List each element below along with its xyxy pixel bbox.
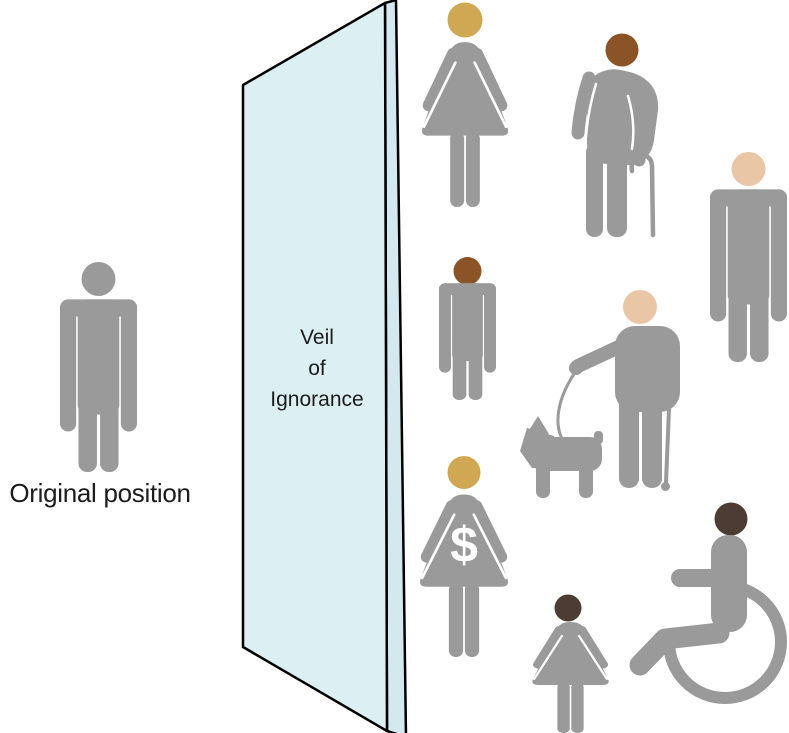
head xyxy=(447,2,483,38)
original-position-label: Original position xyxy=(9,478,191,508)
person-in-wheelchair-icon xyxy=(629,502,787,704)
original-position-person-icon xyxy=(60,262,137,473)
cane-icon xyxy=(629,153,656,238)
white-cane-icon xyxy=(664,407,671,484)
standing-boy-icon xyxy=(439,257,496,400)
standing-girl-icon xyxy=(532,594,608,733)
head xyxy=(605,33,639,67)
leash-icon xyxy=(556,373,576,446)
head xyxy=(554,594,582,622)
guide-dog-icon xyxy=(520,416,603,498)
veil-panel-side xyxy=(383,0,408,733)
veil-label-line1: Veil xyxy=(300,326,334,349)
veil-label: Veil of Ignorance xyxy=(251,322,383,415)
standing-man-icon xyxy=(710,152,787,363)
head xyxy=(714,502,748,536)
head xyxy=(447,456,481,489)
head xyxy=(81,262,116,296)
head xyxy=(453,257,482,285)
veil-label-line2: of xyxy=(308,357,326,380)
veil-label-line3: Ignorance xyxy=(270,388,364,411)
head xyxy=(731,152,766,186)
dollar-sign: $ xyxy=(450,517,478,573)
veil-panel-front xyxy=(241,1,389,733)
veil-panel xyxy=(241,0,408,733)
woman-with-dollar-sign-icon: $ xyxy=(420,456,508,657)
hunched-man-with-cane-icon xyxy=(571,33,659,238)
man-with-guide-dog-and-cane-icon xyxy=(520,290,680,498)
standing-woman-icon xyxy=(422,2,508,207)
head xyxy=(623,290,657,324)
cane-tip xyxy=(661,482,670,491)
wheel-icon xyxy=(663,580,787,704)
hand xyxy=(569,361,583,375)
